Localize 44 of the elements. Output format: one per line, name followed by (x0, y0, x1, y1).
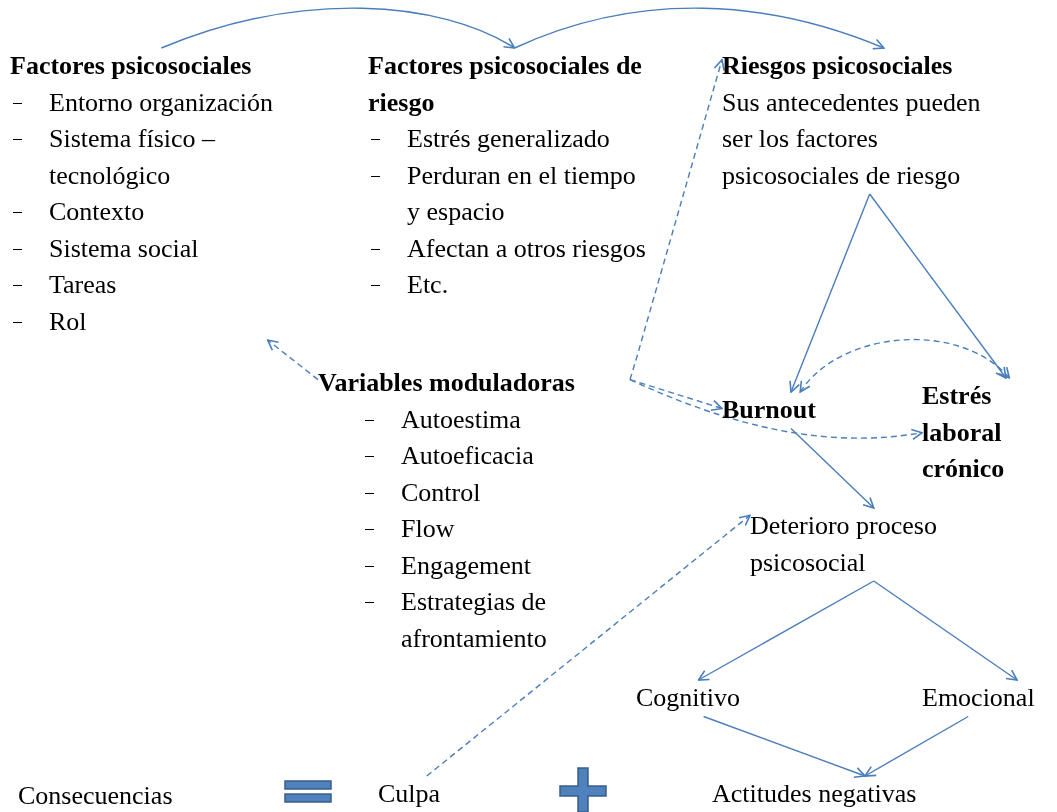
list-item: Tareas (49, 269, 117, 301)
dashed-arrow (629, 58, 725, 381)
dashed-arrow (629, 378, 723, 411)
list-item: Perduran en el tiempo y espacio (407, 159, 637, 228)
node-heading: Estrés laboral crónico (922, 378, 1034, 488)
list-item: Autoestima (401, 403, 521, 436)
arrow (868, 193, 1007, 379)
node-text: Culpa (378, 776, 453, 812)
node-text: Cognitivo (636, 680, 766, 717)
arrow (864, 715, 969, 777)
list-item: Autoeficacia (401, 440, 534, 472)
list-item: Sistema social (49, 232, 199, 265)
arrow (160, 7, 516, 49)
list-item: Estrategias de afrontamiento (401, 586, 548, 655)
list-item: Contexto (49, 196, 145, 228)
arrow (513, 7, 885, 50)
list-item: Entorno organización (49, 86, 274, 119)
list-item: Engagement (401, 549, 531, 582)
list-item: Flow (401, 513, 455, 545)
arrow (790, 427, 875, 509)
node-text: Deterioro proceso psicosocial (750, 508, 988, 581)
list-item: Etc. (407, 269, 449, 301)
label-text: Consecuencias (18, 780, 173, 812)
list-item: Estrés generalizado (407, 123, 610, 155)
arrow (697, 580, 875, 681)
arrow (702, 715, 866, 779)
dashed-arrow (629, 378, 923, 440)
dashed-arrow (426, 514, 751, 777)
body-text: Sus antecedentes pueden ser los factores psicosociales de riesgo (722, 86, 982, 192)
list-item: Rol (49, 305, 87, 338)
list-item: Sistema físico – tecnológico (49, 123, 217, 192)
node-text: Actitudes negativas (712, 776, 967, 812)
node-text: Emocional (922, 680, 1054, 717)
node-heading: Factores psicosociales (10, 50, 253, 82)
dashed-arrow (266, 339, 319, 381)
node-heading: Factores psicosociales de riesgo (368, 50, 643, 119)
arrow (873, 580, 1018, 681)
dashed-arrow (799, 339, 1011, 393)
list-item: Afectan a otros riesgos (407, 232, 646, 265)
node-heading: Burnout (722, 392, 837, 429)
arrow (789, 193, 871, 393)
list-item: Control (401, 476, 481, 509)
node-heading: Variables moduladoras (318, 367, 576, 399)
node-heading: Riesgos psicosociales (722, 50, 954, 82)
